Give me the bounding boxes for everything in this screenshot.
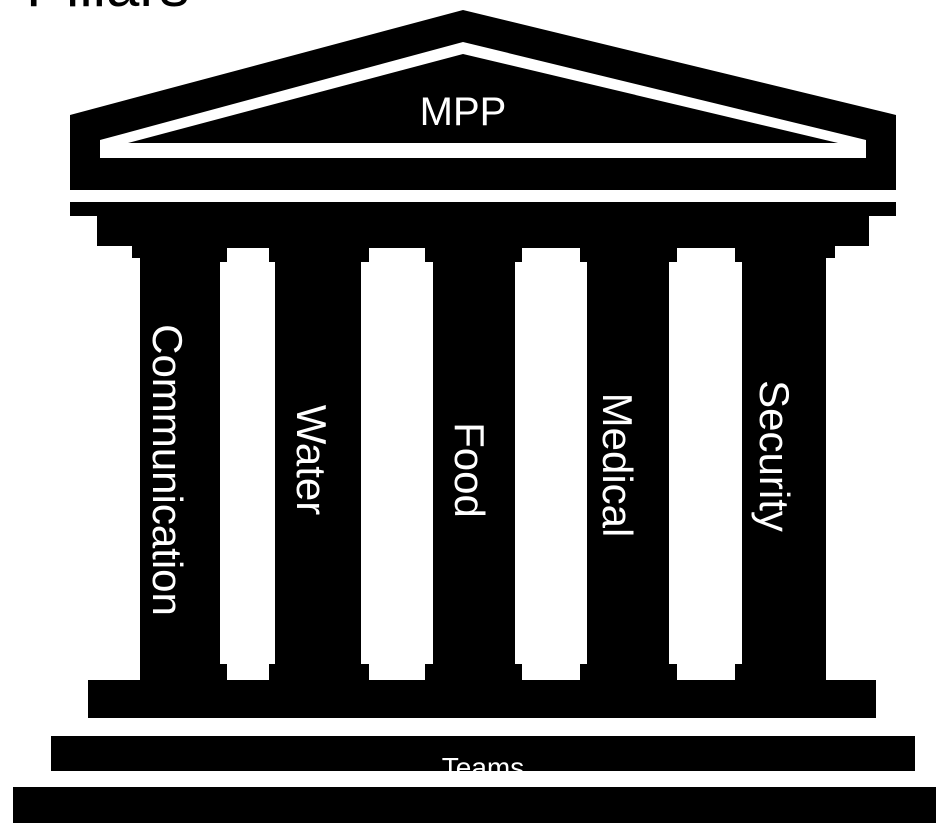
pillar-gap [369, 248, 425, 680]
pillar-label-medical: Medical [594, 393, 641, 538]
roof-inner-panel [128, 54, 838, 143]
pillar-label-communication: Communication [144, 324, 191, 616]
pillar-label-security: Security [751, 380, 798, 532]
slide-title: Pillars [26, 0, 189, 16]
pillar-label-water: Water [288, 405, 335, 515]
pillar-gap [522, 248, 580, 680]
pillar-label-food: Food [446, 422, 493, 518]
entablature-lower [97, 216, 869, 246]
roof-label: MPP [420, 90, 507, 134]
entablature [70, 202, 896, 216]
pillar-gap [227, 248, 269, 680]
pillar-gap [677, 248, 735, 680]
foundation-bottom [13, 787, 936, 823]
pillar-base [88, 680, 876, 718]
foundation-step [51, 736, 915, 771]
foundation-label: Teams [442, 752, 524, 783]
